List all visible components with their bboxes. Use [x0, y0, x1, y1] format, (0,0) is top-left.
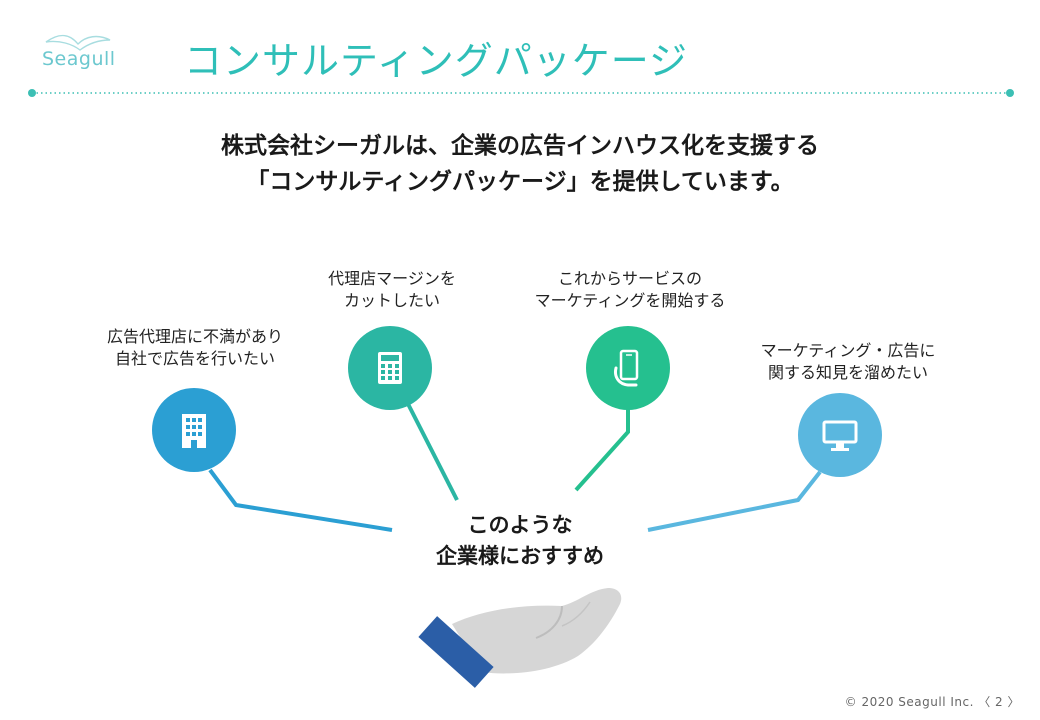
smartphone-hand-icon	[614, 349, 639, 387]
company-logo	[36, 30, 136, 78]
need-label-1: 広告代理店に不満があり 自社で広告を行いたい	[80, 326, 310, 370]
building-icon	[182, 414, 206, 448]
title-divider	[28, 89, 1014, 97]
need-circle-4	[798, 393, 882, 477]
need-circle-2	[348, 326, 432, 410]
need-1-line-1: 広告代理店に不満があり	[106, 327, 283, 346]
need-label-2: 代理店マージンを カットしたい	[292, 268, 492, 312]
need-3-line-1: これからサービスの	[557, 269, 702, 288]
need-4-line-1: マーケティング・広告に	[760, 341, 936, 360]
logo-text: Seagull	[42, 48, 116, 70]
page-title: コンサルティングパッケージ	[184, 39, 688, 83]
headline-line-1: 株式会社シーガルは、企業の広告インハウス化を支援する	[221, 133, 819, 159]
monitor-icon	[822, 420, 858, 451]
connector-line-2	[403, 397, 459, 501]
connector-line-4	[647, 470, 822, 532]
need-label-4: マーケティング・広告に 関する知見を溜めたい	[728, 340, 968, 384]
copyright-text: © 2020 Seagull Inc. 〈 2 〉	[844, 695, 1020, 709]
recommendation-line-1: このような	[467, 513, 573, 537]
need-3-line-2: マーケティングを開始する	[534, 291, 726, 310]
calculator-icon	[378, 352, 402, 384]
need-label-3: これからサービスの マーケティングを開始する	[505, 268, 755, 312]
recommendation-line-2: 企業様におすすめ	[436, 544, 604, 568]
need-circle-3	[586, 326, 670, 410]
need-2-line-2: カットしたい	[343, 291, 440, 310]
connector-line-3	[574, 402, 630, 492]
seagull-bird-icon	[45, 34, 111, 51]
need-4-line-2: 関する知見を溜めたい	[767, 363, 928, 382]
need-2-line-1: 代理店マージンを	[328, 269, 456, 288]
need-circle-1	[152, 388, 236, 472]
recommendation-text: このような 企業様におすすめ	[380, 510, 660, 572]
need-1-line-2: 自社で広告を行いたい	[114, 349, 275, 368]
headline: 株式会社シーガルは、企業の広告インハウス化を支援する 「コンサルティングパッケー…	[0, 128, 1040, 200]
open-hand-icon	[418, 588, 622, 688]
headline-line-2: 「コンサルティングパッケージ」を提供しています。	[246, 169, 794, 195]
connector-line-1	[208, 468, 393, 532]
